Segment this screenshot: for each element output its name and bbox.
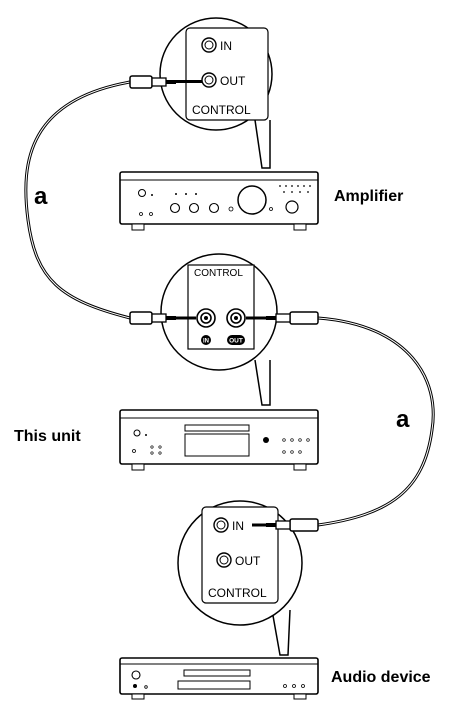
jack-in-label: IN: [220, 39, 232, 53]
jack-in-label: IN: [203, 339, 209, 345]
cable-label-lower: a: [396, 406, 410, 433]
this-unit-label: This unit: [14, 428, 81, 445]
disc-tray: [184, 424, 250, 432]
volume-knob-icon: [237, 185, 267, 215]
jack-out-badge: [227, 335, 245, 345]
jack-out-label: OUT: [235, 554, 261, 568]
jack-in-badge: [201, 335, 211, 345]
cable-upper: [24, 80, 131, 320]
control-title: CONTROL: [192, 103, 251, 117]
amplifier-label: Amplifier: [334, 188, 403, 205]
this-unit-device: [119, 409, 319, 471]
callout-amplifier: IN OUT CONTROL: [159, 17, 273, 169]
plug-this-unit-out: [246, 311, 319, 325]
callout-audio-device: IN OUT CONTROL: [177, 500, 303, 656]
control-panel: [187, 264, 255, 350]
display-window: [184, 433, 250, 457]
control-title: CONTROL: [194, 268, 243, 279]
cable-label-upper: a: [34, 183, 48, 210]
jack-in-label: IN: [232, 519, 244, 533]
plug-this-unit-in: [129, 311, 196, 325]
audio-device: [119, 657, 319, 700]
disc-tray: [183, 669, 251, 677]
plug-audio-device-in: [252, 518, 319, 532]
plug-amplifier-out: [129, 75, 202, 89]
audio-device-label: Audio device: [331, 669, 431, 686]
jack-out-label: OUT: [220, 74, 246, 88]
display-window: [177, 680, 251, 690]
control-title: CONTROL: [208, 586, 267, 600]
callout-this-unit: CONTROL IN OUT: [160, 253, 278, 406]
cable-lower: [317, 316, 435, 527]
amplifier-device: [119, 171, 319, 231]
jack-out-label: OUT: [229, 338, 243, 345]
